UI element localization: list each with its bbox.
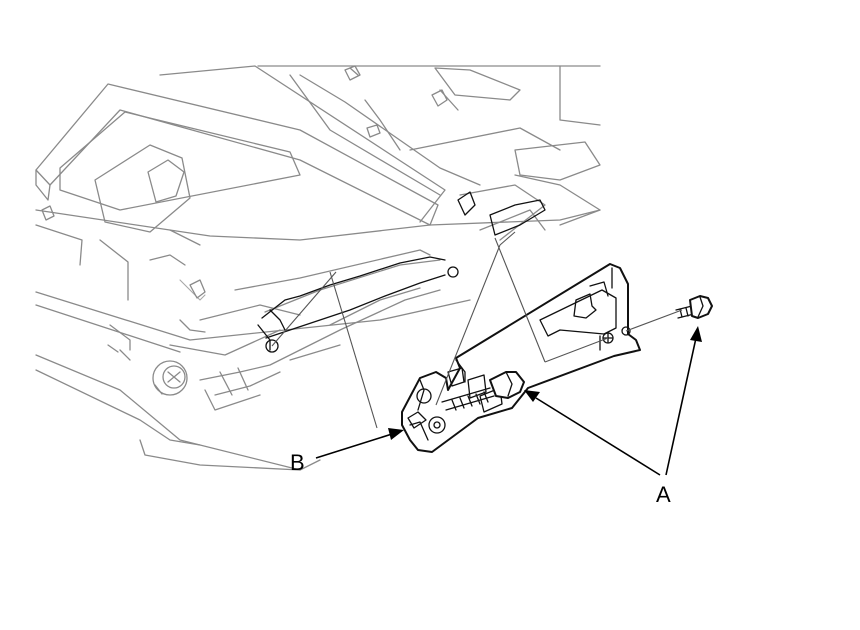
- background-screw-icon: [152, 360, 188, 396]
- screw-upper-icon: [675, 295, 713, 319]
- alignment-lines: [271, 231, 683, 429]
- callout-arrow-a-lower: [524, 390, 661, 476]
- console-housing-background: [35, 65, 601, 471]
- callout-label-a: A: [656, 482, 671, 507]
- background-harness-clip: [257, 191, 546, 353]
- callout-label-b: B: [290, 450, 305, 475]
- callout-arrow-a-upper: [665, 326, 702, 476]
- bracket-part: [401, 263, 641, 453]
- background-clip-icon: [41, 65, 448, 299]
- screw-lower-icon: [441, 371, 525, 411]
- callout-arrow-b: [315, 428, 404, 459]
